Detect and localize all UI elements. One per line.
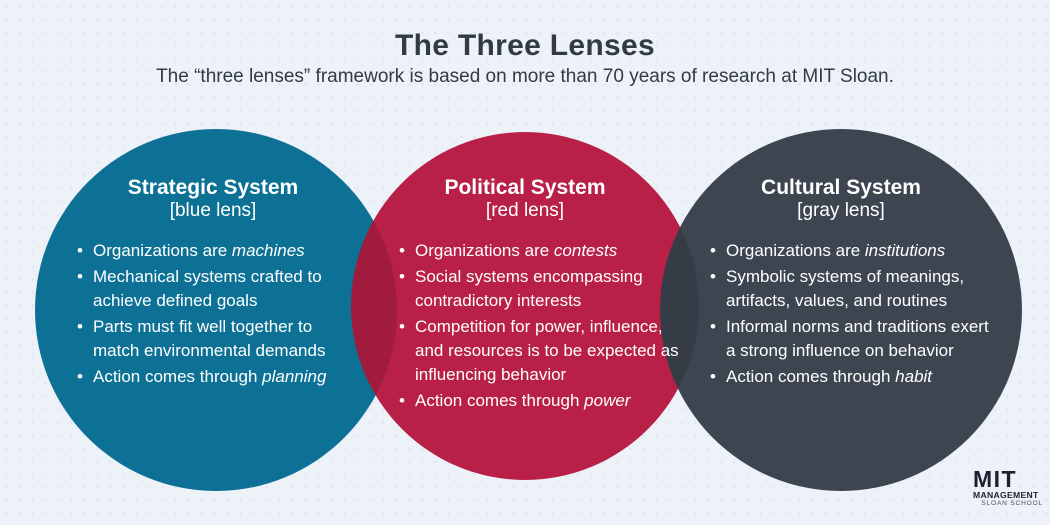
bullet-item: Competition for power, influence, and re… — [399, 315, 679, 387]
mit-wordmark: MIT — [973, 466, 1018, 492]
mit-management-label: MANAGEMENT — [973, 490, 1039, 500]
strategic-system-content: Strategic System [blue lens] Organizatio… — [35, 176, 391, 391]
bullet-item: Symbolic systems of meanings, artifacts,… — [710, 265, 1000, 313]
page-title: The Three Lenses — [395, 29, 655, 62]
political-system-title: Political System — [444, 176, 606, 199]
bullet-item: Informal norms and traditions exert a st… — [710, 315, 1000, 363]
bullet-item: Mechanical systems crafted to achieve de… — [77, 265, 357, 313]
political-bullet-list: Organizations are contestsSocial systems… — [399, 239, 679, 413]
mit-sloan-logo: MIT MANAGEMENT SLOAN SCHOOL — [973, 466, 1043, 508]
cultural-bullet-list: Organizations are institutionsSymbolic s… — [710, 239, 1000, 389]
bullet-item: Organizations are institutions — [710, 239, 1000, 263]
bullet-item: Organizations are contests — [399, 239, 679, 263]
red-lens-label: [red lens] — [485, 200, 565, 221]
cultural-system-content: Cultural System [gray lens] Organization… — [660, 176, 1022, 391]
page-subtitle: The “three lenses” framework is based on… — [156, 66, 894, 87]
blue-lens-label: [blue lens] — [169, 200, 257, 221]
bullet-item: Social systems encompassing contradictor… — [399, 265, 679, 313]
gray-lens-label: [gray lens] — [797, 200, 885, 221]
strategic-system-title: Strategic System — [127, 176, 299, 199]
strategic-bullet-list: Organizations are machinesMechanical sys… — [77, 239, 357, 389]
bullet-item: Action comes through habit — [710, 365, 1000, 389]
bullet-item: Action comes through planning — [77, 365, 357, 389]
bullet-item: Organizations are machines — [77, 239, 357, 263]
bullet-item: Action comes through power — [399, 389, 679, 413]
cultural-system-title: Cultural System — [761, 176, 921, 199]
political-system-content: Political System [red lens] Organization… — [351, 176, 699, 415]
mit-sloan-school-label: SLOAN SCHOOL — [981, 500, 1043, 507]
bullet-item: Parts must fit well together to match en… — [77, 315, 357, 363]
